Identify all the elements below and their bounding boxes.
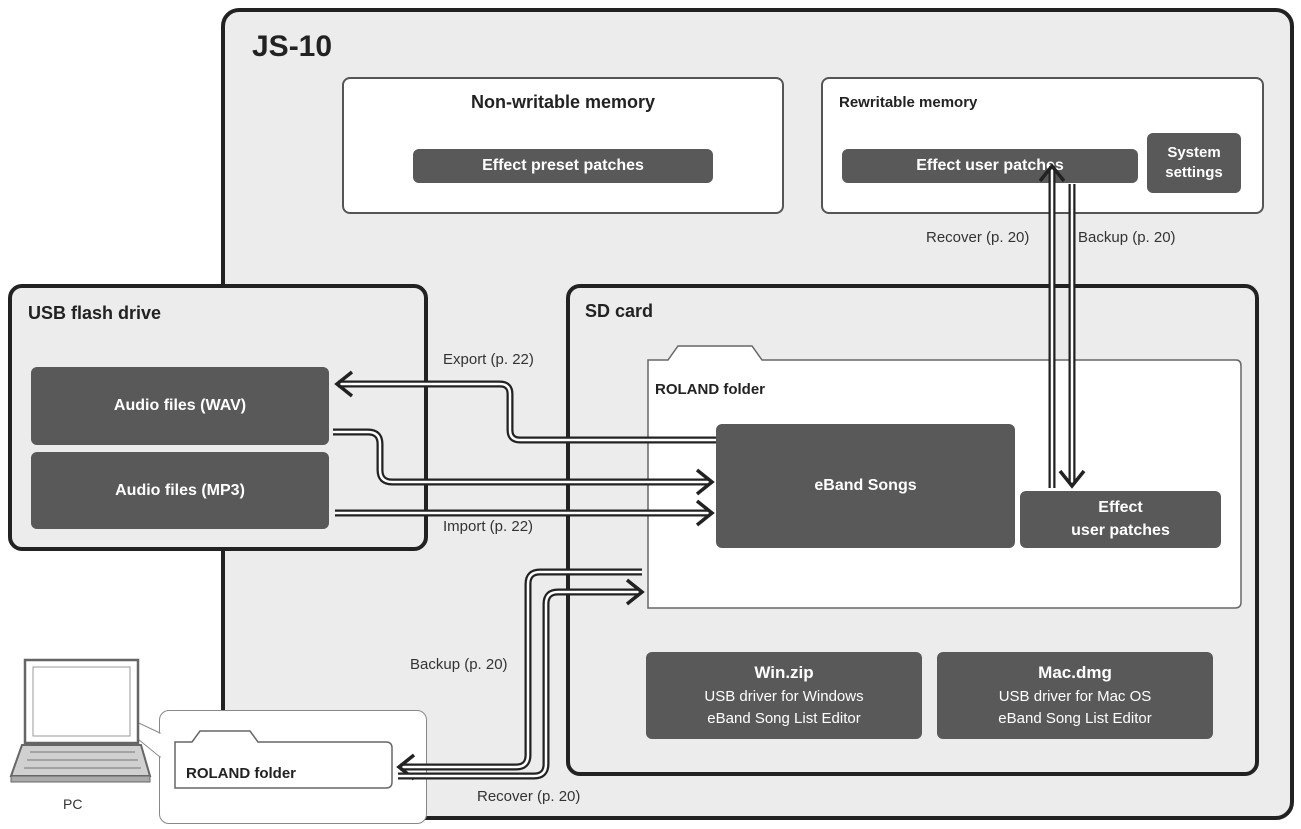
audio-files-mp3: Audio files (MP3) [31,452,329,529]
audio-files-wav: Audio files (WAV) [31,367,329,445]
import-arrow-wav [333,428,715,496]
import-label: Import (p. 22) [443,518,534,535]
pc-roland-folder-label: ROLAND folder [186,765,296,782]
recover-pc-label: Recover (p. 20) [477,788,581,805]
effect-preset-patches: Effect preset patches [413,149,713,183]
backup-top-arrow [1058,184,1086,489]
mac-dmg-line2: eBand Song List Editor [998,709,1152,727]
effect-user-patches-line2: user patches [1071,521,1170,539]
mac-dmg-box: Mac.dmg USB driver for Mac OS eBand Song… [937,652,1213,739]
export-label: Export (p. 22) [443,351,534,368]
usb-flash-drive-title: USB flash drive [28,303,162,323]
mac-dmg-line1: USB driver for Mac OS [998,688,1152,706]
backup-top-label: Backup (p. 20) [1078,229,1176,246]
system-settings: System settings [1147,133,1241,193]
import-arrow-mp3 [335,499,715,527]
system-settings-line2: settings [1165,164,1223,181]
backup-pc-arrow [396,568,642,781]
win-zip-line2: eBand Song List Editor [707,709,861,727]
non-writable-memory-title: Non-writable memory [470,92,656,112]
backup-pc-label: Backup (p. 20) [410,656,508,673]
win-zip-line1: USB driver for Windows [704,688,864,706]
export-arrow [334,370,717,444]
non-writable-memory-panel [342,77,784,214]
effect-user-patches-line1: Effect [1098,499,1143,517]
laptop-icon [9,658,152,783]
effect-user-patches-sd: Effect user patches [1020,491,1221,548]
eband-songs: eBand Songs [716,424,1015,548]
system-settings-line1: System [1167,143,1221,161]
effect-user-patches-memory: Effect user patches [842,149,1138,183]
js10-title: JS-10 [252,30,333,63]
sd-card-title: SD card [585,301,654,321]
pc-roland-folder [174,730,393,789]
sd-roland-folder-label: ROLAND folder [655,381,765,398]
rewritable-memory-title: Rewritable memory [839,94,978,111]
recover-top-arrow [1038,163,1066,488]
win-zip-box: Win.zip USB driver for Windows eBand Son… [646,652,922,739]
pc-label: PC [63,796,83,812]
recover-pc-arrow [398,578,645,780]
recover-top-label: Recover (p. 20) [926,229,1030,246]
win-zip-title: Win.zip [754,663,814,683]
mac-dmg-title: Mac.dmg [1038,663,1112,683]
